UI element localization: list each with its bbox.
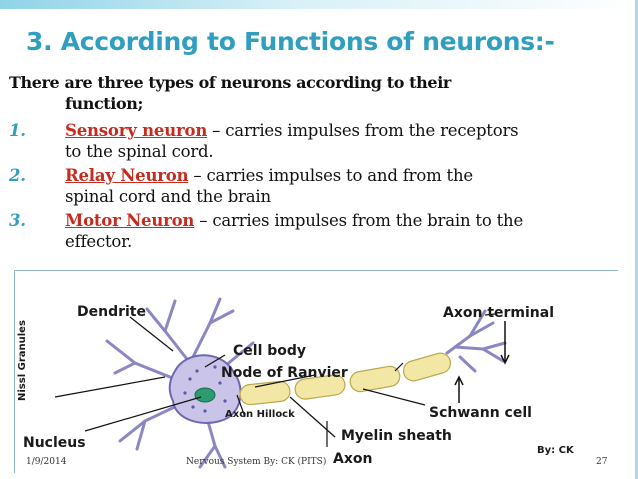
neuron-term: Motor Neuron xyxy=(65,211,195,230)
label-node-of-ranvier: Node of Ranvier xyxy=(221,365,348,381)
footer-center-text: Nervous System By: CK (PITS) xyxy=(186,457,327,467)
label-nucleus: Nucleus xyxy=(23,435,86,451)
neuron-description-cont: effector. xyxy=(65,232,133,251)
list-item: 3. Motor Neuron – carries impulses from … xyxy=(9,210,619,252)
label-axon: Axon xyxy=(333,451,373,467)
nissl-granules-dots xyxy=(183,365,227,413)
label-dendrite: Dendrite xyxy=(77,304,146,320)
footer-date: 1/9/2014 xyxy=(26,457,67,467)
neuron-description-cont: spinal cord and the brain xyxy=(65,187,271,206)
list-item: 1. Sensory neuron – carries impulses fro… xyxy=(9,120,619,162)
list-number: 3. xyxy=(9,211,26,230)
neuron-term: Relay Neuron xyxy=(65,166,189,185)
intro-line-2: function; xyxy=(65,94,143,113)
neuron-description: – carries impulses to and from the xyxy=(188,166,473,185)
label-credit: By: CK xyxy=(537,445,574,456)
neuron-illustration xyxy=(54,297,510,469)
label-axon-terminal: Axon terminal xyxy=(443,305,555,321)
myelin-segments xyxy=(239,352,452,406)
list-number: 1. xyxy=(9,121,26,140)
intro-text: There are three types of neurons accordi… xyxy=(9,72,609,114)
label-schwann-cell: Schwann cell xyxy=(429,405,532,421)
footer-page-number: 27 xyxy=(596,457,608,467)
intro-line-1: There are three types of neurons accordi… xyxy=(9,73,451,92)
label-myelin-sheath: Myelin sheath xyxy=(341,428,452,444)
nucleus-shape xyxy=(194,387,216,403)
list-number: 2. xyxy=(9,166,26,185)
neuron-description: – carries impulses from the receptors xyxy=(207,121,519,140)
arrow-lines xyxy=(454,321,510,403)
top-accent-band xyxy=(0,0,638,9)
pointer-lines xyxy=(54,313,496,447)
neuron-description: – carries impulses from the brain to the xyxy=(194,211,524,230)
list-item: 2. Relay Neuron – carries impulses to an… xyxy=(9,165,619,207)
label-cell-body: Cell body xyxy=(233,343,307,359)
neuron-diagram: Dendrite Nissl Granules Cell body Node o… xyxy=(14,270,618,473)
neuron-types-list: 1. Sensory neuron – carries impulses fro… xyxy=(9,120,619,255)
neuron-description-cont: to the spinal cord. xyxy=(65,142,214,161)
slide-title: 3. According to Functions of neurons:- xyxy=(26,27,555,56)
axon-terminal-branches xyxy=(445,309,507,373)
label-axon-hillock: Axon Hillock xyxy=(225,409,295,420)
neuron-term: Sensory neuron xyxy=(65,121,208,140)
label-nissl-granules: Nissl Granules xyxy=(17,320,28,401)
right-accent-stripe xyxy=(635,0,638,479)
